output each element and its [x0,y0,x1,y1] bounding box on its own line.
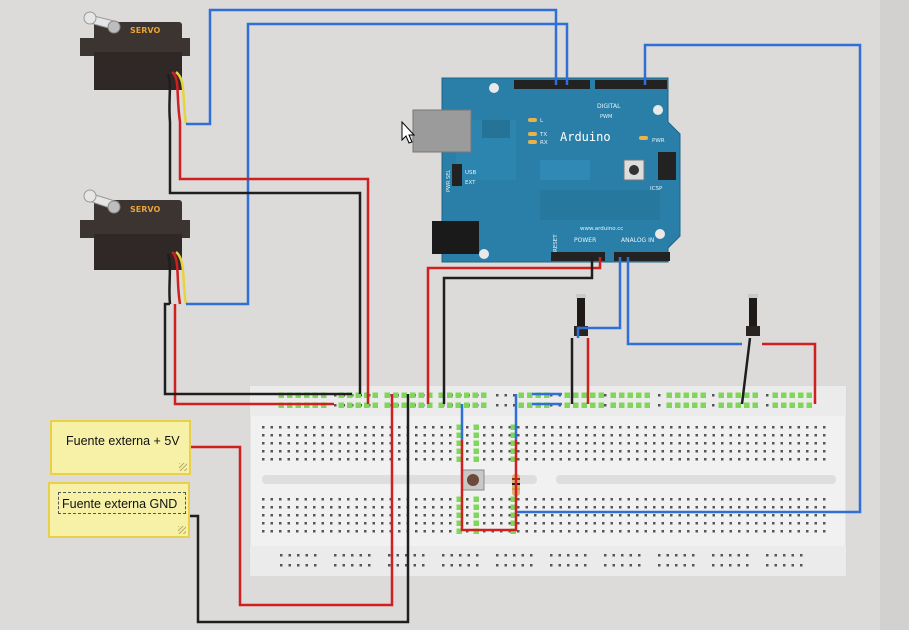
wires-blue [186,8,862,514]
note-resize-grip-icon[interactable] [179,463,187,471]
wires-black [163,122,752,624]
usb-label: USB [465,170,477,176]
ext-label: EXT [465,180,476,186]
header-digital-high [514,80,590,89]
servo-1-label: SERVO [130,26,160,35]
led-l-icon [528,118,537,122]
potentiometer-2[interactable] [746,294,760,336]
note-external-5v[interactable]: Fuente externa + 5V [50,420,191,475]
led-tx-icon [528,132,537,136]
digital-label: DIGITAL [597,103,621,110]
note-external-5v-text: Fuente externa + 5V [66,434,180,448]
breadboard-holes [262,394,826,567]
led-rx-label: RX [540,140,548,146]
led-tx-label: TX [539,132,547,138]
note-resize-grip-icon[interactable] [178,526,186,534]
note-external-gnd-text[interactable]: Fuente externa GND [62,497,178,511]
servo-1-leads [166,71,188,125]
mouse-cursor-icon [401,120,416,144]
breadboard-active-holes [278,392,812,534]
breadboard[interactable] [249,385,847,577]
servo-motor-1[interactable]: SERVO [80,11,190,90]
pwm-label: PWM [600,114,612,120]
wires-red [173,122,817,607]
usb-connector [412,109,472,153]
arduino-url: www.arduino.cc [580,226,623,232]
arduino-board[interactable]: Arduino www.arduino.cc DIGITAL ANALOG IN… [412,77,681,263]
icsp-label: ICSP [650,186,663,192]
power-label: POWER [574,237,596,244]
power-jack [432,221,479,254]
arduino-brand: Arduino [560,130,611,144]
led-pwr-icon [639,136,648,140]
servo-2-label: SERVO [130,205,160,214]
reset-label: RESET [553,234,559,252]
header-digital-low [595,80,667,89]
pwr-label: PWR [652,138,665,144]
potentiometer-1[interactable] [574,294,588,336]
analog-label: ANALOG IN [621,237,654,244]
icsp-header [658,152,676,180]
pwr-sel-jumper [452,164,462,186]
servo-motor-2[interactable]: SERVO [80,189,190,270]
header-power [551,252,605,261]
note-external-gnd[interactable]: Fuente externa GND [48,482,190,538]
push-button[interactable] [461,469,485,491]
note-edit-box[interactable] [58,492,186,514]
led-rx-icon [528,140,537,144]
pwr-sel-label: PWR SEL [446,170,452,192]
panel-edge [880,0,909,630]
servo-2-leads [166,251,188,305]
header-analog [614,252,670,261]
led-l-label: L [540,118,544,124]
